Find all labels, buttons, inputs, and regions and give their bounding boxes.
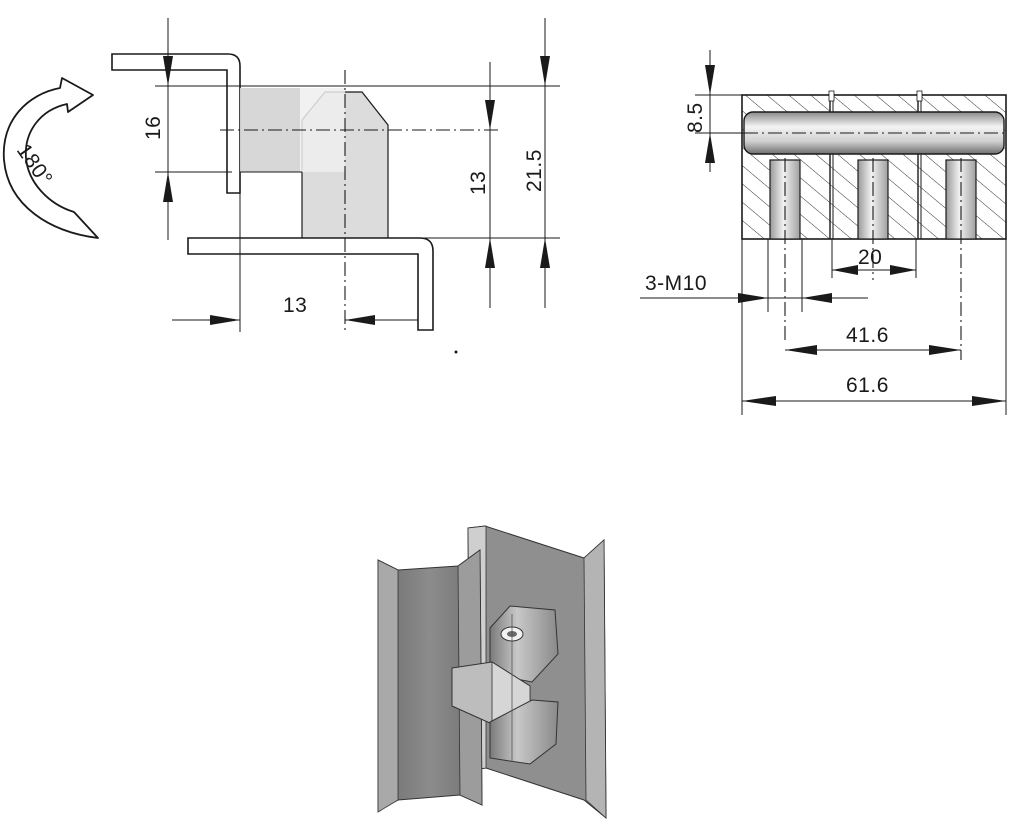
dim-leaf-thickness-label: 8.5 <box>684 102 707 133</box>
hinge-3d-render <box>377 525 607 820</box>
dim-offset-label: 13 <box>283 294 307 317</box>
dim-hole-spacing-label: 20 <box>858 246 882 269</box>
section-view: 8.5 20 3-M10 41.6 61.6 <box>640 50 1007 415</box>
dim-knuckle-height-label: 13 <box>467 171 490 195</box>
side-view: 16 13 21.5 13 <box>111 18 560 354</box>
dim-height-upper-label: 16 <box>142 116 165 140</box>
dim-thread-label: 3-M10 <box>645 272 707 295</box>
dim-outer-holes-label: 41.6 <box>846 324 889 347</box>
dim-total-height-label: 21.5 <box>523 149 546 192</box>
rotation-arrow-icon: 180° <box>3 77 99 239</box>
dim-total-length-label: 61.6 <box>846 374 889 397</box>
